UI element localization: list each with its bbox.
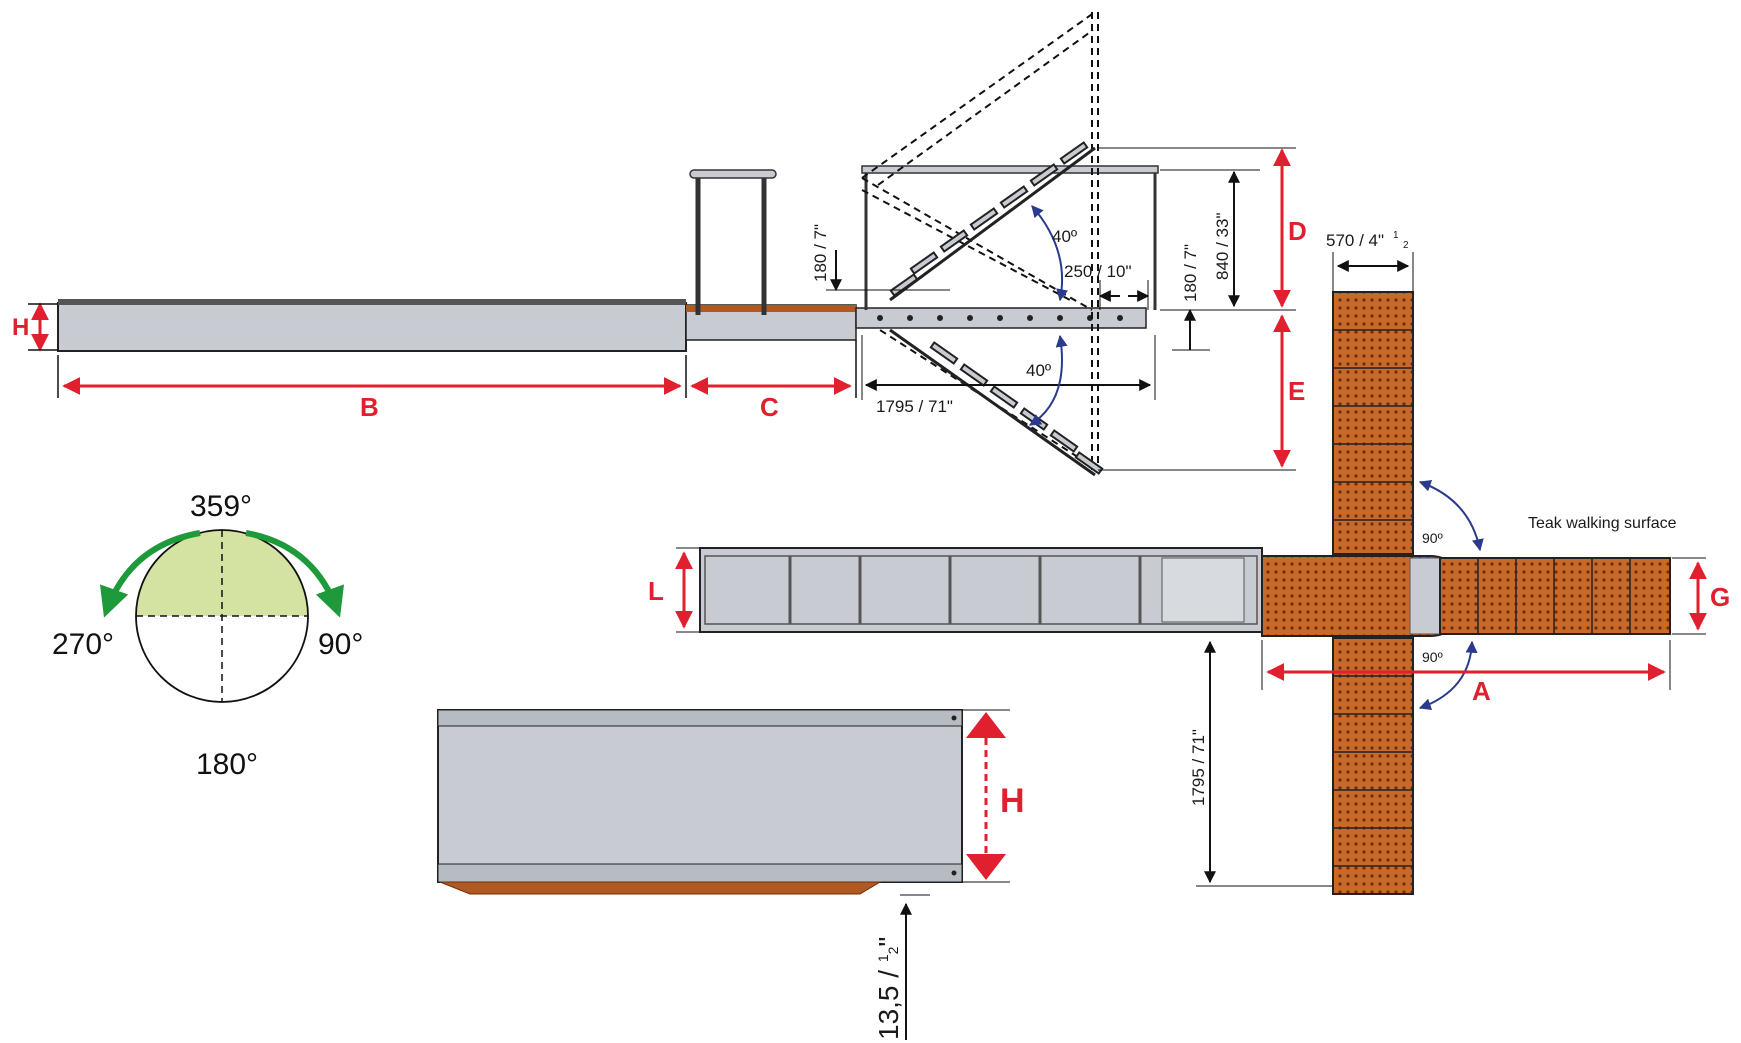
dimension-b: B — [57, 355, 687, 422]
dimension-step-depth: 250 / 10" — [1064, 262, 1150, 310]
step-rise-right-text: 180 / 7" — [1181, 244, 1200, 302]
dimension-frame-width: 570 / 4" 1 2 — [1326, 230, 1414, 292]
step-depth-text: 250 / 10" — [1064, 262, 1131, 281]
dimension-step-rise-right: 180 / 7" — [1172, 244, 1210, 351]
rotation-left: 270° — [52, 628, 114, 661]
label-d: D — [1288, 216, 1307, 246]
angle-plan-bottom: 90º — [1418, 640, 1478, 710]
dimension-stair-height: 840 / 33" — [1160, 169, 1260, 308]
rotation-top: 359° — [190, 490, 252, 523]
angle-plan-top-text: 90º — [1422, 530, 1443, 546]
dimension-d: D — [1098, 147, 1307, 311]
dimension-h-detail: H — [962, 709, 1025, 883]
profile-offset-suffix: " — [873, 937, 904, 947]
label-l: L — [648, 576, 664, 606]
teak-annotation: Teak walking surface — [1528, 515, 1677, 532]
dimension-a: A — [1261, 640, 1671, 706]
gangway-side-view — [57, 11, 1159, 477]
angle-plan-bottom-text: 90º — [1422, 649, 1443, 665]
profile-detail — [437, 709, 963, 895]
dimension-step-rise-top: 180 / 7" — [811, 224, 950, 292]
label-e: E — [1288, 376, 1305, 406]
dimension-g: G — [1672, 557, 1730, 635]
profile-offset-fraction-num: 1 — [875, 954, 891, 962]
frame-width-fraction: 1 — [1393, 230, 1399, 241]
dimension-profile-offset: 13,5 / 12" — [873, 894, 930, 1040]
rotation-bottom: 180° — [196, 748, 258, 781]
label-h-detail: H — [1000, 782, 1025, 820]
label-c: C — [760, 392, 779, 422]
angle-lower: 40º — [1026, 334, 1068, 426]
dimension-l: L — [648, 547, 700, 633]
frame-width-text: 570 / 4" — [1326, 231, 1384, 250]
dimension-c: C — [690, 340, 857, 422]
frame-width-denominator: 2 — [1403, 240, 1409, 251]
dimension-e: E — [1098, 314, 1305, 471]
stair-height-text: 840 / 33" — [1213, 213, 1232, 280]
rotation-diagram: 359° 270° 90° 180° — [52, 490, 363, 781]
dimension-stair-run: 1795 / 71" — [861, 335, 1156, 416]
rotation-right-arrow-icon — [245, 530, 345, 618]
angle-lower-text: 40º — [1026, 361, 1051, 380]
plan-run-text: 1795 / 71" — [1189, 729, 1208, 806]
angle-plan-top: 90º — [1418, 480, 1484, 552]
label-b: B — [360, 392, 379, 422]
rotation-left-arrow-icon — [99, 530, 201, 618]
profile-offset-fraction-den: 2 — [885, 946, 901, 954]
angle-upper: 40º — [1031, 205, 1077, 302]
dimension-h-left: H — [12, 302, 58, 352]
label-a: A — [1472, 676, 1491, 706]
gangway-plan-view — [699, 291, 1671, 895]
profile-offset-text: 13,5 / — [873, 962, 904, 1040]
stair-run-text: 1795 / 71" — [876, 397, 953, 416]
label-h-left: H — [12, 314, 29, 341]
step-rise-top-text: 180 / 7" — [811, 224, 830, 282]
angle-upper-text: 40º — [1052, 227, 1077, 246]
rotation-right: 90° — [318, 628, 363, 661]
dimension-plan-run: 1795 / 71" — [1189, 640, 1333, 887]
label-g: G — [1710, 582, 1730, 612]
svg-text:13,5 / 12": 13,5 / 12" — [873, 937, 904, 1040]
